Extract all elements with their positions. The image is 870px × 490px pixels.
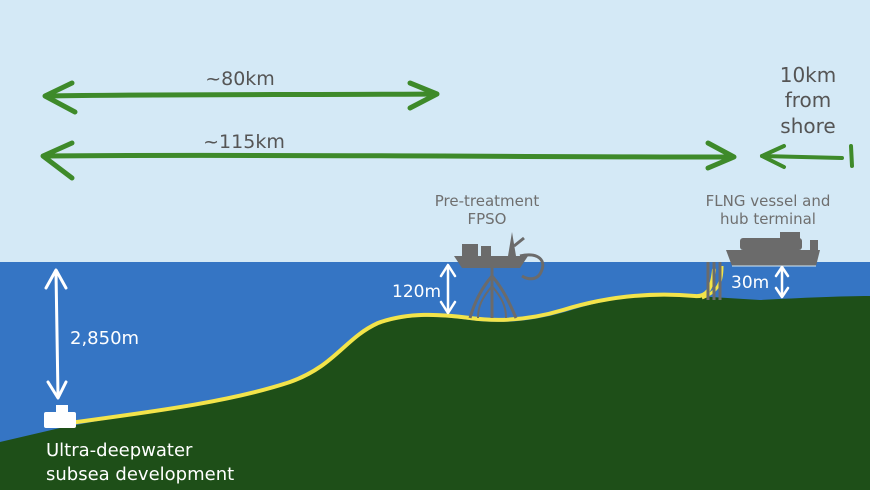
- depth-label-flng: 30m: [731, 273, 769, 293]
- fpso-label-line1: Pre-treatment: [435, 192, 540, 210]
- flng-label-line2: hub terminal: [720, 210, 816, 228]
- sky: [0, 0, 870, 262]
- seabed: [0, 294, 870, 490]
- subsea-unit-icon: [44, 405, 76, 428]
- fpso-platform-icon: [454, 232, 545, 319]
- depth-arrow-fpso: [439, 263, 457, 315]
- pipeline: [60, 268, 716, 426]
- flng-label-line1: FLNG vessel and: [706, 192, 831, 210]
- label-80km: ~80km: [205, 68, 275, 90]
- depth-arrow-ultra: [44, 268, 68, 400]
- label-shore-line3: shore: [780, 114, 835, 138]
- depth-label-ultra: 2,850m: [70, 328, 139, 349]
- hub-terminal-icon: [706, 262, 722, 300]
- label-115km: ~115km: [203, 131, 285, 153]
- flng-vessel-icon: [726, 232, 820, 267]
- depth-label-fpso: 120m: [392, 282, 441, 302]
- arrow-80km: [42, 80, 440, 115]
- subsea-label-line1: Ultra-deepwater: [46, 440, 193, 461]
- depth-arrow-flng: [774, 265, 790, 299]
- flng-riser: [701, 265, 724, 300]
- fpso-label-line2: FPSO: [467, 210, 506, 228]
- arrow-115km: [40, 140, 737, 181]
- subsea-label-line2: subsea development: [46, 464, 234, 485]
- label-shore-line1: 10km: [780, 63, 837, 87]
- arrow-shore: [760, 144, 854, 169]
- label-shore-line2: from: [785, 88, 832, 112]
